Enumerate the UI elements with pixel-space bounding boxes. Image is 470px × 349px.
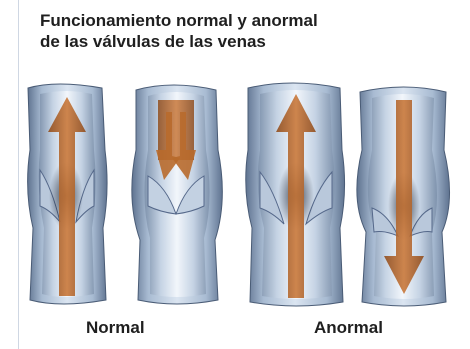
caption-normal: Normal xyxy=(86,318,145,338)
vein-panel-abnormal-open xyxy=(246,83,345,306)
vein-panel-normal-closed xyxy=(132,85,223,304)
vein-panel-abnormal-reflux xyxy=(357,87,450,306)
vein-panel-normal-open xyxy=(28,84,107,304)
caption-abnormal: Anormal xyxy=(314,318,383,338)
